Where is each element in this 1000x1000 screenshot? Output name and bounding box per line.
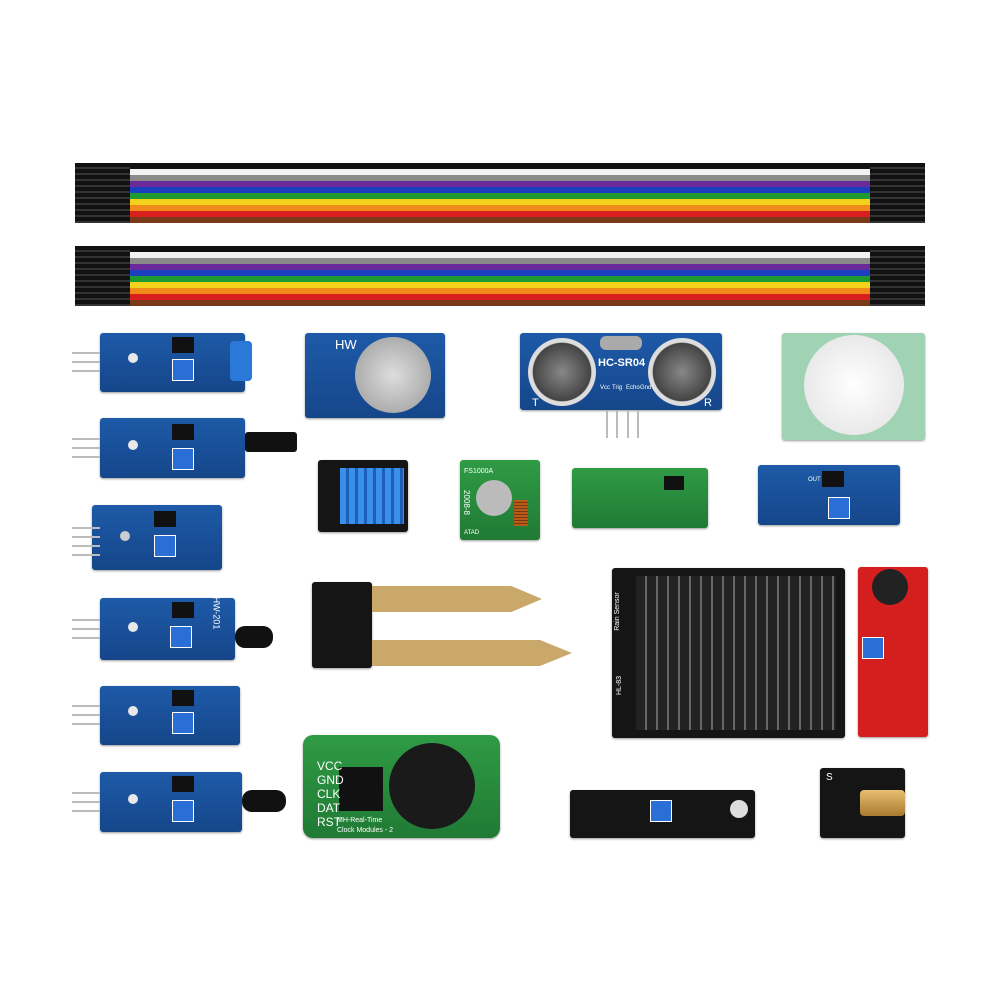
rain-model: HL-83 <box>616 675 624 696</box>
header-pin <box>72 361 100 363</box>
jumper-wire-bundle <box>75 246 925 306</box>
jumper-wire <box>75 199 925 205</box>
header-pin <box>72 456 100 458</box>
jumper-wire <box>75 205 925 211</box>
pin-label: Vcc <box>600 385 611 391</box>
rf-pins: ATAD <box>464 530 480 536</box>
header-pin <box>72 723 100 725</box>
pin-label: VCC <box>317 759 343 773</box>
sensor-module: OUT <box>758 465 900 525</box>
jumper-wire <box>75 193 925 199</box>
jumper-wire <box>75 288 925 294</box>
jumper-wire <box>75 211 925 217</box>
jumper-wire <box>75 169 925 175</box>
header-pin <box>72 628 100 630</box>
jumper-wire <box>75 276 925 282</box>
rain-sensor: Rain Sensor HL-83 <box>612 568 845 738</box>
rf-transmitter: FS1000A 2008-8 ATAD <box>460 460 540 540</box>
pin-label: RST <box>317 815 341 829</box>
jumper-wire <box>75 163 925 169</box>
line-tracking-sensor <box>570 790 755 838</box>
rf-date: 2008-8 <box>461 490 471 515</box>
header-pin <box>72 705 100 707</box>
rf-model: FS1000A <box>464 468 494 475</box>
laser-label: S <box>826 772 833 783</box>
ir-obstacle-sensor: HW-201 <box>100 596 273 660</box>
wire-connector <box>75 163 130 223</box>
jumper-wire <box>75 270 925 276</box>
jumper-wire <box>75 294 925 300</box>
real-time-clock-module: VCC GND CLK DAT RST MH-Real-Time Clock M… <box>303 735 500 838</box>
wire-connector <box>75 246 130 306</box>
wire-connector <box>870 246 925 306</box>
pin-label: GND <box>317 773 344 787</box>
pin-label: Echo <box>626 385 640 391</box>
header-pin <box>72 714 100 716</box>
header-pin <box>72 810 100 812</box>
soil-moisture-sensor <box>312 582 372 668</box>
pin-label: CLK <box>317 787 341 801</box>
jumper-wire <box>75 252 925 258</box>
flame-sensor <box>100 772 286 832</box>
header-pin <box>72 619 100 621</box>
header-pin <box>72 637 100 639</box>
rtc-label: MH-Real-Time <box>337 817 383 824</box>
jumper-wire-bundle <box>75 163 925 223</box>
pin-label: Trig <box>612 385 623 391</box>
soil-probe <box>372 586 542 612</box>
jumper-wire <box>75 217 925 223</box>
sensor-module <box>100 686 240 745</box>
jumper-wire <box>75 300 925 306</box>
pir-motion-sensor <box>782 333 925 440</box>
rtc-label: Clock Modules - 2 <box>337 827 394 834</box>
out-label: OUT <box>808 477 821 483</box>
header-pin <box>72 554 100 556</box>
sensor-module <box>100 333 252 392</box>
jumper-wire <box>75 246 925 252</box>
dht11-sensor <box>318 460 408 532</box>
header-pin <box>72 792 100 794</box>
jumper-wire <box>75 187 925 193</box>
jumper-wire <box>75 282 925 288</box>
model-label: HW-201 <box>211 596 222 630</box>
header-pin <box>72 801 100 803</box>
jumper-wire <box>75 181 925 187</box>
transmitter-label: T <box>532 397 539 409</box>
jumper-wire <box>75 175 925 181</box>
header-pin <box>72 447 100 449</box>
gas-sensor-label: HW <box>335 337 357 352</box>
ultrasonic-sensor: HC-SR04 T R Vcc Trig Echo Gnd <box>520 333 722 410</box>
ultrasonic-model: HC-SR04 <box>598 357 646 369</box>
sensor-module <box>100 418 297 478</box>
sensor-module <box>92 505 222 570</box>
jumper-wire <box>75 264 925 270</box>
soil-probe <box>372 640 572 666</box>
pin-label: DAT <box>317 801 341 815</box>
jumper-wire <box>75 258 925 264</box>
wire-connector <box>870 163 925 223</box>
header-pin <box>72 370 100 372</box>
gas-sensor-module: HW <box>305 333 445 418</box>
header-pin <box>72 352 100 354</box>
rf-receiver <box>572 468 708 528</box>
header-pin <box>72 536 100 538</box>
pin-label: Gnd <box>640 385 652 391</box>
header-pin <box>72 527 100 529</box>
header-pin <box>72 438 100 440</box>
laser-module: S <box>820 768 905 838</box>
sound-sensor <box>858 567 928 737</box>
receiver-label: R <box>704 397 712 409</box>
rain-label: Rain Sensor <box>613 592 621 631</box>
header-pin <box>72 545 100 547</box>
